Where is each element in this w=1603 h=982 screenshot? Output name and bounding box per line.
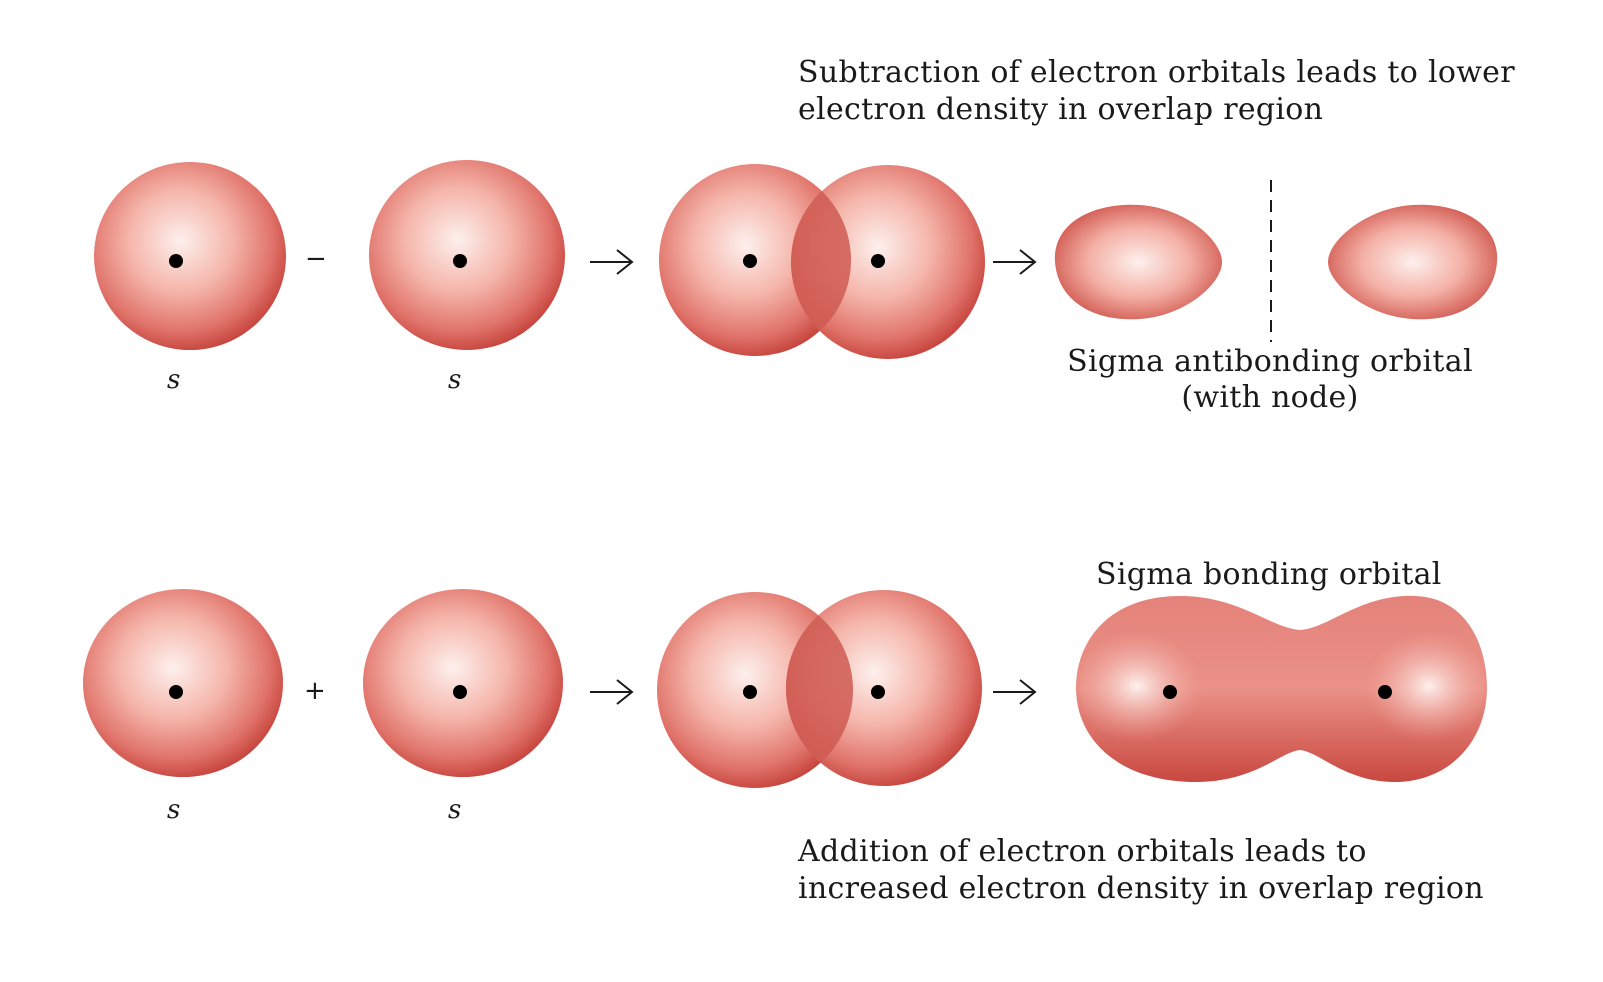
s-orbital-label: s (448, 365, 461, 395)
top-caption-line1: Subtraction of electron orbitals leads t… (798, 55, 1515, 90)
antibonding-label-line1: Sigma antibonding orbital (1060, 344, 1480, 379)
plus-operator: + (304, 676, 326, 706)
arrow-icon (993, 680, 1035, 704)
antibonding-lobe-right (1328, 205, 1497, 320)
antibonding-lobe-left (1055, 205, 1222, 320)
nucleus-dot (453, 685, 467, 699)
nucleus-dot (1378, 685, 1392, 699)
nucleus-dot (169, 254, 183, 268)
s-orbital (94, 162, 286, 350)
nucleus-dot (743, 254, 757, 268)
arrow-icon (590, 250, 632, 274)
bonding-orbital (1076, 596, 1487, 782)
s-orbital-label: s (448, 795, 461, 825)
antibonding-orbital (1055, 180, 1497, 342)
nucleus-dot (871, 254, 885, 268)
nucleus-dot (453, 254, 467, 268)
arrow-icon (590, 680, 632, 704)
nucleus-dot (871, 685, 885, 699)
minus-operator: − (305, 244, 327, 274)
bottom-caption-line1: Addition of electron orbitals leads to (798, 834, 1367, 869)
s-orbital (363, 589, 563, 777)
nucleus-dot (169, 685, 183, 699)
s-orbital-label: s (167, 365, 180, 395)
bottom-caption-line2: increased electron density in overlap re… (798, 871, 1484, 906)
arrow-icon (993, 250, 1035, 274)
s-orbital (83, 589, 283, 777)
s-orbital (369, 160, 565, 350)
antibonding-label-line2: (with node) (1060, 380, 1480, 415)
overlapping-orbitals (659, 164, 985, 359)
bottom-row (83, 589, 1487, 788)
bonding-label: Sigma bonding orbital (1096, 557, 1442, 592)
nucleus-dot (1163, 685, 1177, 699)
s-orbital-label: s (167, 795, 180, 825)
overlapping-orbitals (657, 590, 982, 788)
top-caption-line2: electron density in overlap region (798, 92, 1323, 127)
nucleus-dot (743, 685, 757, 699)
